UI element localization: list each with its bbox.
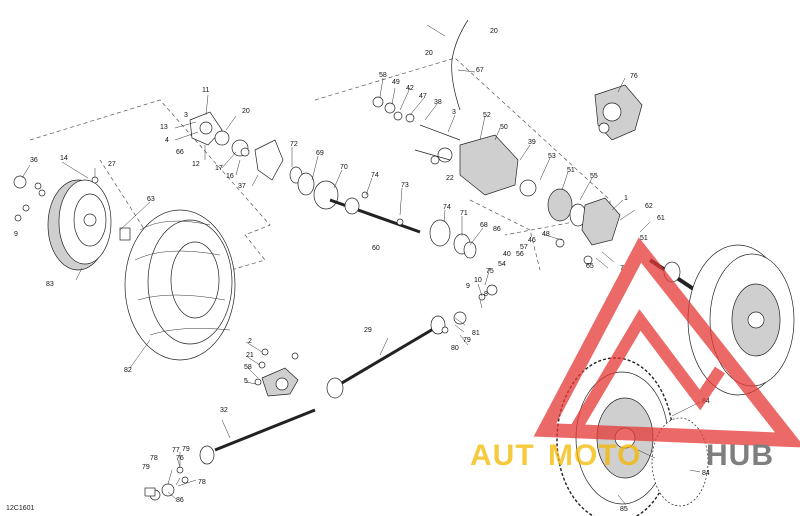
callout-81: 82 (124, 367, 132, 374)
callout-44: 50 (500, 124, 508, 131)
callout-60: 65 (586, 263, 594, 270)
callout-15: 16 (226, 173, 234, 180)
callout-56: 61 (657, 215, 665, 222)
callout-66: 71 (460, 210, 468, 217)
watermark-text-mid: MOTO (548, 439, 641, 472)
callout-53: 57 (520, 244, 528, 251)
callout-58: 63 (147, 196, 155, 203)
callout-69: 74 (371, 172, 379, 179)
callout-17: 20 (242, 108, 250, 115)
callout-72: 76 (630, 73, 638, 80)
callout-1: 1 (624, 195, 628, 202)
callout-79: 80 (451, 345, 459, 352)
callout-40: 46 (528, 237, 536, 244)
callout-48: 54 (498, 261, 506, 268)
diagram-code: 12C1601 (6, 505, 35, 512)
callout-83: 84 (702, 470, 710, 477)
callout-51: 58 (379, 72, 387, 79)
callout-71: 75 (486, 268, 494, 275)
callout-38: 40 (503, 251, 511, 258)
callout-32: 32 (220, 407, 228, 414)
callout-labels: 36 14 27 9 63 83 82 11 3 13 4 66 12 20 1… (14, 28, 710, 513)
callout-33: 36 (30, 157, 38, 164)
callout-52: 58 (244, 364, 252, 371)
callout-20: 20 (425, 50, 433, 57)
callout-8: 8 (484, 291, 488, 298)
callout-74: 77 (172, 447, 180, 454)
callout-39: 42 (406, 85, 414, 92)
callout-54: 60 (372, 245, 380, 252)
main-drive-shaft (254, 284, 498, 399)
callout-22: 22 (446, 175, 454, 182)
callout-62: 67 (476, 67, 484, 74)
front-hub-cluster (13, 111, 284, 241)
watermark-text-right: HUB (706, 439, 774, 472)
rear-differential (594, 84, 643, 141)
callout-16: 17 (215, 165, 223, 172)
callout-11: 11 (202, 87, 209, 94)
callout-45: 51 (567, 167, 575, 174)
watermark-logo: AUT MOTO HUB (470, 237, 800, 472)
watermark-text-left: AUT (470, 439, 535, 472)
callout-20-top: 20 (490, 28, 498, 35)
callout-65: 70 (340, 164, 348, 171)
callout-42: 48 (542, 231, 550, 238)
callout-41: 47 (419, 93, 427, 100)
callout-13: 13 (160, 124, 168, 131)
callout-80: 81 (472, 330, 480, 337)
callout-49: 55 (590, 173, 598, 180)
callout-78: 79 (463, 337, 471, 344)
callout-64: 69 (316, 150, 324, 157)
callout-50: 56 (516, 251, 524, 258)
rear-right-tire (648, 244, 795, 396)
callout-6: 7 (620, 265, 624, 272)
callout-3: 3 (184, 112, 188, 119)
callout-14: 14 (60, 155, 68, 162)
callout-77: 79 (142, 464, 150, 471)
rear-drive-shaft (144, 408, 316, 501)
callout-12: 12 (192, 161, 200, 168)
callout-70: 74 (443, 204, 451, 211)
callout-63: 68 (480, 222, 488, 229)
callout-37: 39 (528, 139, 536, 146)
callout-36: 38 (434, 99, 442, 106)
front-differential (372, 19, 621, 265)
front-left-rim (47, 179, 112, 271)
watermark-triangle (533, 237, 800, 448)
callout-34: 37 (238, 183, 246, 190)
callout-86: 86 (176, 497, 184, 504)
callout-76: 78 (150, 455, 158, 462)
callout-82: 83 (46, 281, 54, 288)
callout-74b: 78 (198, 479, 206, 486)
callout-61: 66 (176, 149, 184, 156)
callout-7: 9 (466, 283, 470, 290)
callout-21: 21 (246, 352, 254, 359)
callout-5: 5 (244, 378, 248, 385)
callout-68: 73 (401, 182, 409, 189)
callout-55: 51 (640, 235, 648, 242)
front-left-tire (124, 209, 236, 361)
watermark-m-stroke (569, 309, 725, 434)
callout-29: 29 (364, 327, 372, 334)
callout-67: 72 (290, 141, 298, 148)
callout-10: 10 (474, 277, 482, 284)
callout-57: 62 (645, 203, 653, 210)
callout-46: 52 (483, 112, 491, 119)
leader-lines (21, 24, 701, 506)
callout-9: 9 (14, 231, 18, 238)
callout-27: 27 (108, 161, 116, 168)
callout-73: 76 (176, 455, 184, 462)
callout-4: 4 (165, 137, 169, 144)
callout-47: 53 (548, 153, 556, 160)
callout-3b: 3 (452, 109, 456, 116)
callout-75: 79 (182, 446, 190, 453)
callout-85: 86 (493, 226, 501, 233)
callout-84: 85 (620, 506, 628, 513)
callout-2: 2 (248, 338, 252, 345)
front-drive-shaft (289, 166, 477, 259)
callout-43: 49 (392, 79, 400, 86)
